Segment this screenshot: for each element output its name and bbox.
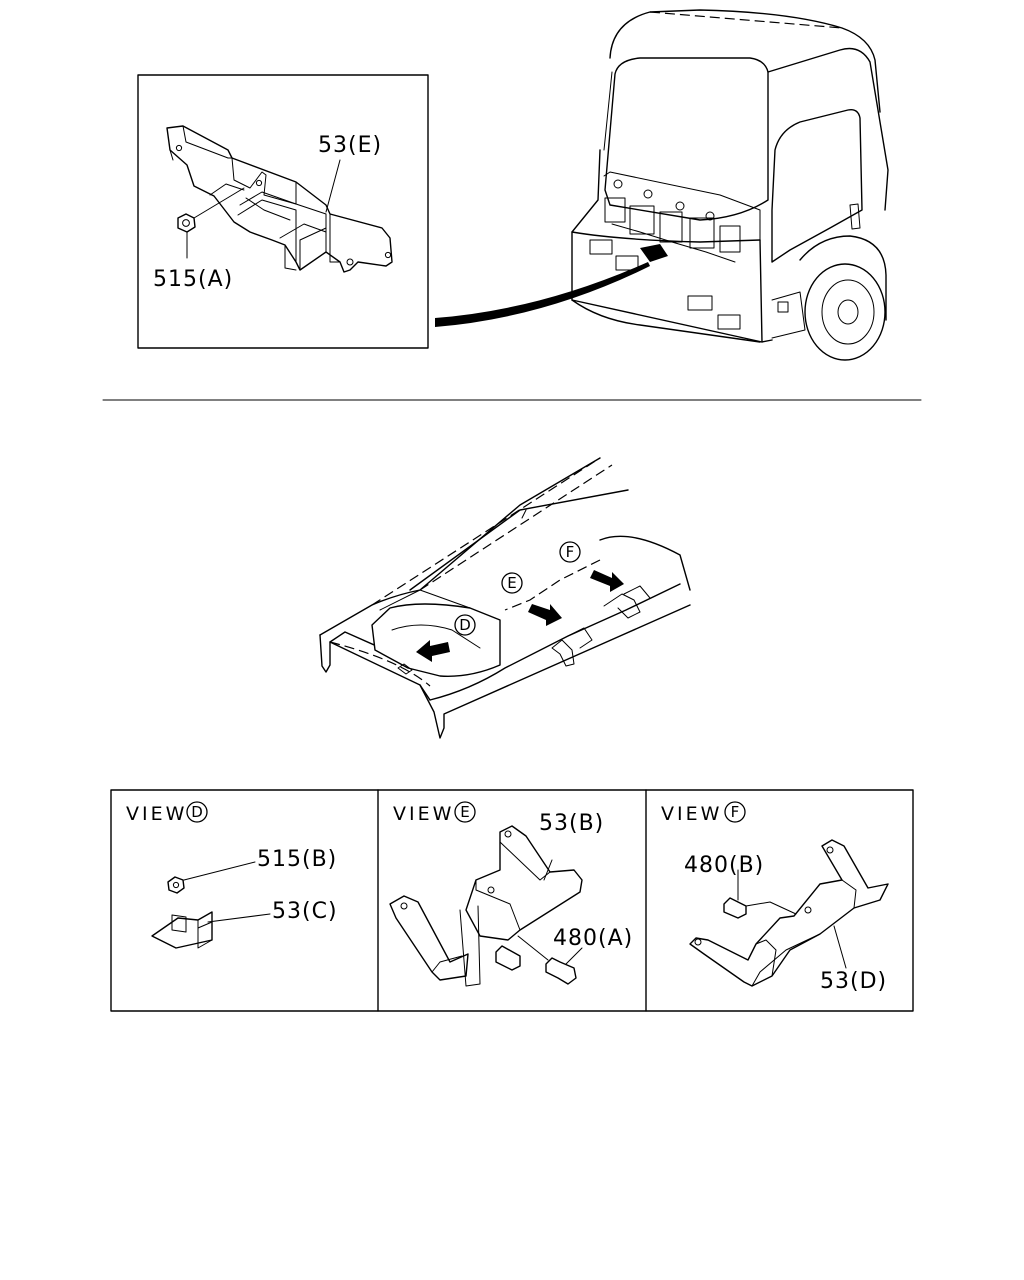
view-e-label-480a: 480(A) [553, 926, 633, 951]
view-e-marker: E [460, 803, 469, 821]
view-d-title: VIEW [126, 803, 187, 825]
view-d-marker-circle [186, 801, 208, 823]
view-e-marker-circle [454, 801, 476, 823]
view-d-drawing [151, 861, 271, 949]
label-53e: 53(E) [318, 133, 382, 158]
views-frame [110, 789, 914, 1012]
view-f-marker: F [731, 803, 740, 821]
marker-e: E [507, 574, 516, 592]
view-d-label-53c: 53(C) [272, 899, 338, 924]
view-f-title: VIEW [661, 803, 722, 825]
chassis-frame-drawing [319, 457, 691, 739]
view-e-label-53b: 53(B) [539, 811, 604, 836]
bracket-53e-drawing [166, 125, 393, 273]
marker-f: F [566, 543, 575, 561]
view-f-drawing [689, 839, 889, 987]
view-f-label-53d: 53(D) [820, 969, 887, 994]
detail-inset-box [137, 74, 429, 349]
view-e-drawing [389, 825, 583, 987]
view-d-label-515b: 515(B) [257, 847, 337, 872]
truck-cab-drawing [571, 9, 889, 361]
nut-515a-drawing [177, 187, 245, 259]
view-f-marker-circle [724, 801, 746, 823]
view-e-title: VIEW [393, 803, 454, 825]
marker-d: D [459, 616, 471, 634]
label-515a: 515(A) [153, 267, 233, 292]
view-d-marker: D [191, 803, 203, 821]
detail-connector-arrow [435, 262, 650, 327]
leader-53e [325, 159, 341, 213]
view-f-label-480b: 480(B) [684, 853, 764, 878]
